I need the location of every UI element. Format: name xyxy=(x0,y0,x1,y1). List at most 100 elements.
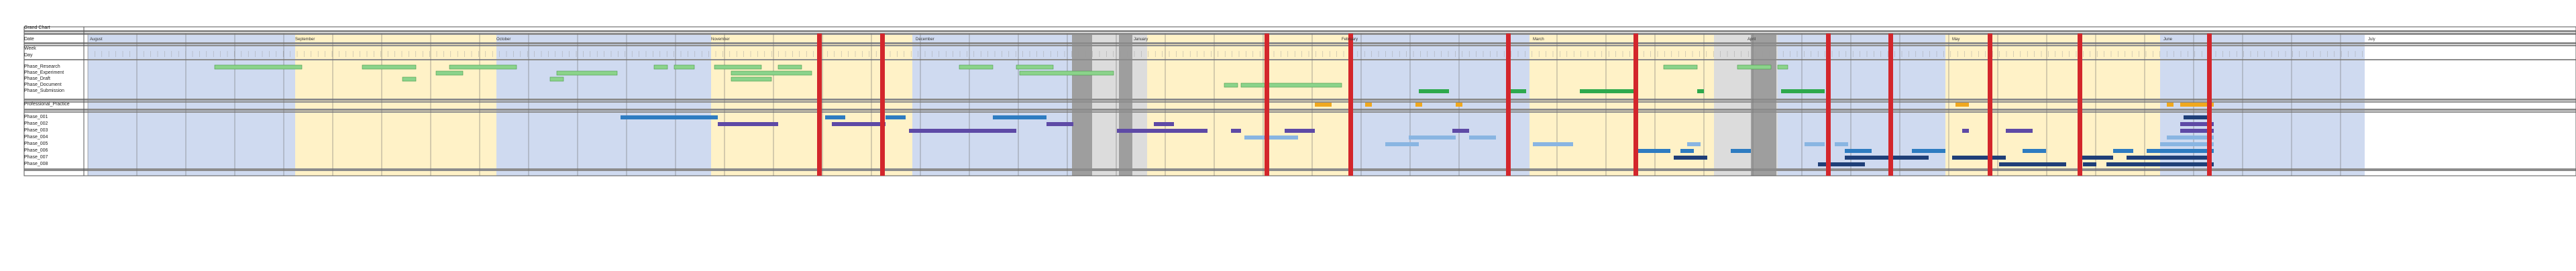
milestone-marker xyxy=(1826,34,1831,176)
label-phase-006: Phase_006 xyxy=(24,148,48,153)
task-bar xyxy=(2113,149,2133,153)
task-bar xyxy=(825,115,845,119)
row-labels: Grand Chart Date Week Day Phase_Research… xyxy=(24,25,70,166)
task-bar xyxy=(1835,142,1848,146)
task-bar xyxy=(362,64,417,70)
task-bar xyxy=(402,76,417,82)
period-band xyxy=(1778,34,1945,176)
task-bar xyxy=(1845,156,1929,160)
label-phase-004: Phase_004 xyxy=(24,135,48,140)
task-bar xyxy=(1955,103,1969,107)
header-bar xyxy=(24,109,2576,111)
task-bar xyxy=(2184,115,2210,119)
task-bar xyxy=(718,122,778,126)
month-november: November xyxy=(711,38,730,42)
task-bar xyxy=(2160,142,2214,146)
task-bar xyxy=(1781,89,1825,93)
task-bar xyxy=(1452,129,1469,133)
month-september: September xyxy=(295,38,315,42)
task-bar xyxy=(1415,103,1422,107)
period-band xyxy=(496,34,711,176)
task-bar xyxy=(1285,129,1315,133)
task-bar xyxy=(1385,142,1419,146)
task-bar xyxy=(1687,142,1701,146)
task-bar xyxy=(1315,103,1332,107)
task-bar xyxy=(1154,122,1174,126)
label-professional-practice: Professional_Practice xyxy=(24,102,70,107)
task-bar xyxy=(731,70,812,76)
month-january: January xyxy=(1134,38,1148,42)
task-bar xyxy=(674,64,695,70)
label-phase-008: Phase_008 xyxy=(24,162,48,166)
label-phase-submission: Phase_Submission xyxy=(24,89,64,93)
task-bar xyxy=(832,122,885,126)
task-bar xyxy=(2167,136,2214,140)
month-october: October xyxy=(496,38,511,42)
task-bar xyxy=(435,70,464,76)
task-bar xyxy=(1663,64,1698,70)
task-bar xyxy=(556,70,618,76)
task-bar xyxy=(1737,64,1772,70)
milestone-marker xyxy=(1888,34,1893,176)
task-bar xyxy=(1469,136,1496,140)
task-bar xyxy=(1016,64,1054,70)
task-bar xyxy=(959,64,994,70)
task-bar xyxy=(1224,83,1238,88)
task-bar xyxy=(2083,162,2096,166)
milestone-marker xyxy=(1348,34,1353,176)
milestone-marker xyxy=(880,34,885,176)
label-phase-003: Phase_003 xyxy=(24,128,48,133)
period-band xyxy=(88,34,295,176)
task-bar xyxy=(653,64,668,70)
task-bar xyxy=(549,76,564,82)
milestone-marker xyxy=(817,34,822,176)
period-bands xyxy=(88,34,2365,176)
label-grand-chart: Grand Chart xyxy=(24,25,50,30)
task-bar xyxy=(1244,136,1298,140)
label-phase-draft: Phase_Draft xyxy=(24,76,50,81)
task-bar xyxy=(1456,103,1462,107)
task-bar xyxy=(1818,162,1865,166)
label-week: Week xyxy=(24,46,36,51)
header-bar xyxy=(24,99,2576,101)
task-bar xyxy=(2006,129,2033,133)
task-bar xyxy=(1912,149,1945,153)
month-march: March xyxy=(1533,38,1544,42)
task-bar xyxy=(1845,149,1872,153)
task-bar xyxy=(1117,129,1208,133)
task-bar xyxy=(1952,156,2006,160)
task-bar xyxy=(1365,103,1372,107)
period-band xyxy=(1945,34,2160,176)
task-bar xyxy=(714,64,762,70)
task-bar xyxy=(1680,149,1694,153)
label-phase-001: Phase_001 xyxy=(24,115,48,119)
header-bar xyxy=(24,42,2576,44)
period-band xyxy=(1348,34,1529,176)
task-bar xyxy=(1509,89,1526,93)
task-bar xyxy=(2127,156,2207,160)
month-july: July xyxy=(2368,38,2375,42)
month-labels: August September October November Decemb… xyxy=(90,38,2375,42)
task-bar xyxy=(993,115,1046,119)
task-bar xyxy=(2180,129,2214,133)
month-february: February xyxy=(1342,38,1358,42)
task-bar xyxy=(449,64,517,70)
task-bars xyxy=(214,64,2214,166)
milestone-marker xyxy=(2207,34,2212,176)
task-bar xyxy=(1805,142,1825,146)
milestone-marker xyxy=(1633,34,1638,176)
month-april: April xyxy=(1748,38,1756,42)
month-august: August xyxy=(90,38,103,42)
task-bar xyxy=(2147,149,2214,153)
milestone-marker xyxy=(2078,34,2082,176)
task-bar xyxy=(2023,149,2046,153)
task-bar xyxy=(1231,129,1241,133)
month-june: June xyxy=(2163,38,2173,42)
task-bar xyxy=(2180,103,2214,107)
task-bar xyxy=(2180,122,2214,126)
task-bar xyxy=(885,115,906,119)
header-bar xyxy=(24,101,2576,103)
holiday-band xyxy=(1751,34,1776,176)
task-bar xyxy=(909,129,1016,133)
